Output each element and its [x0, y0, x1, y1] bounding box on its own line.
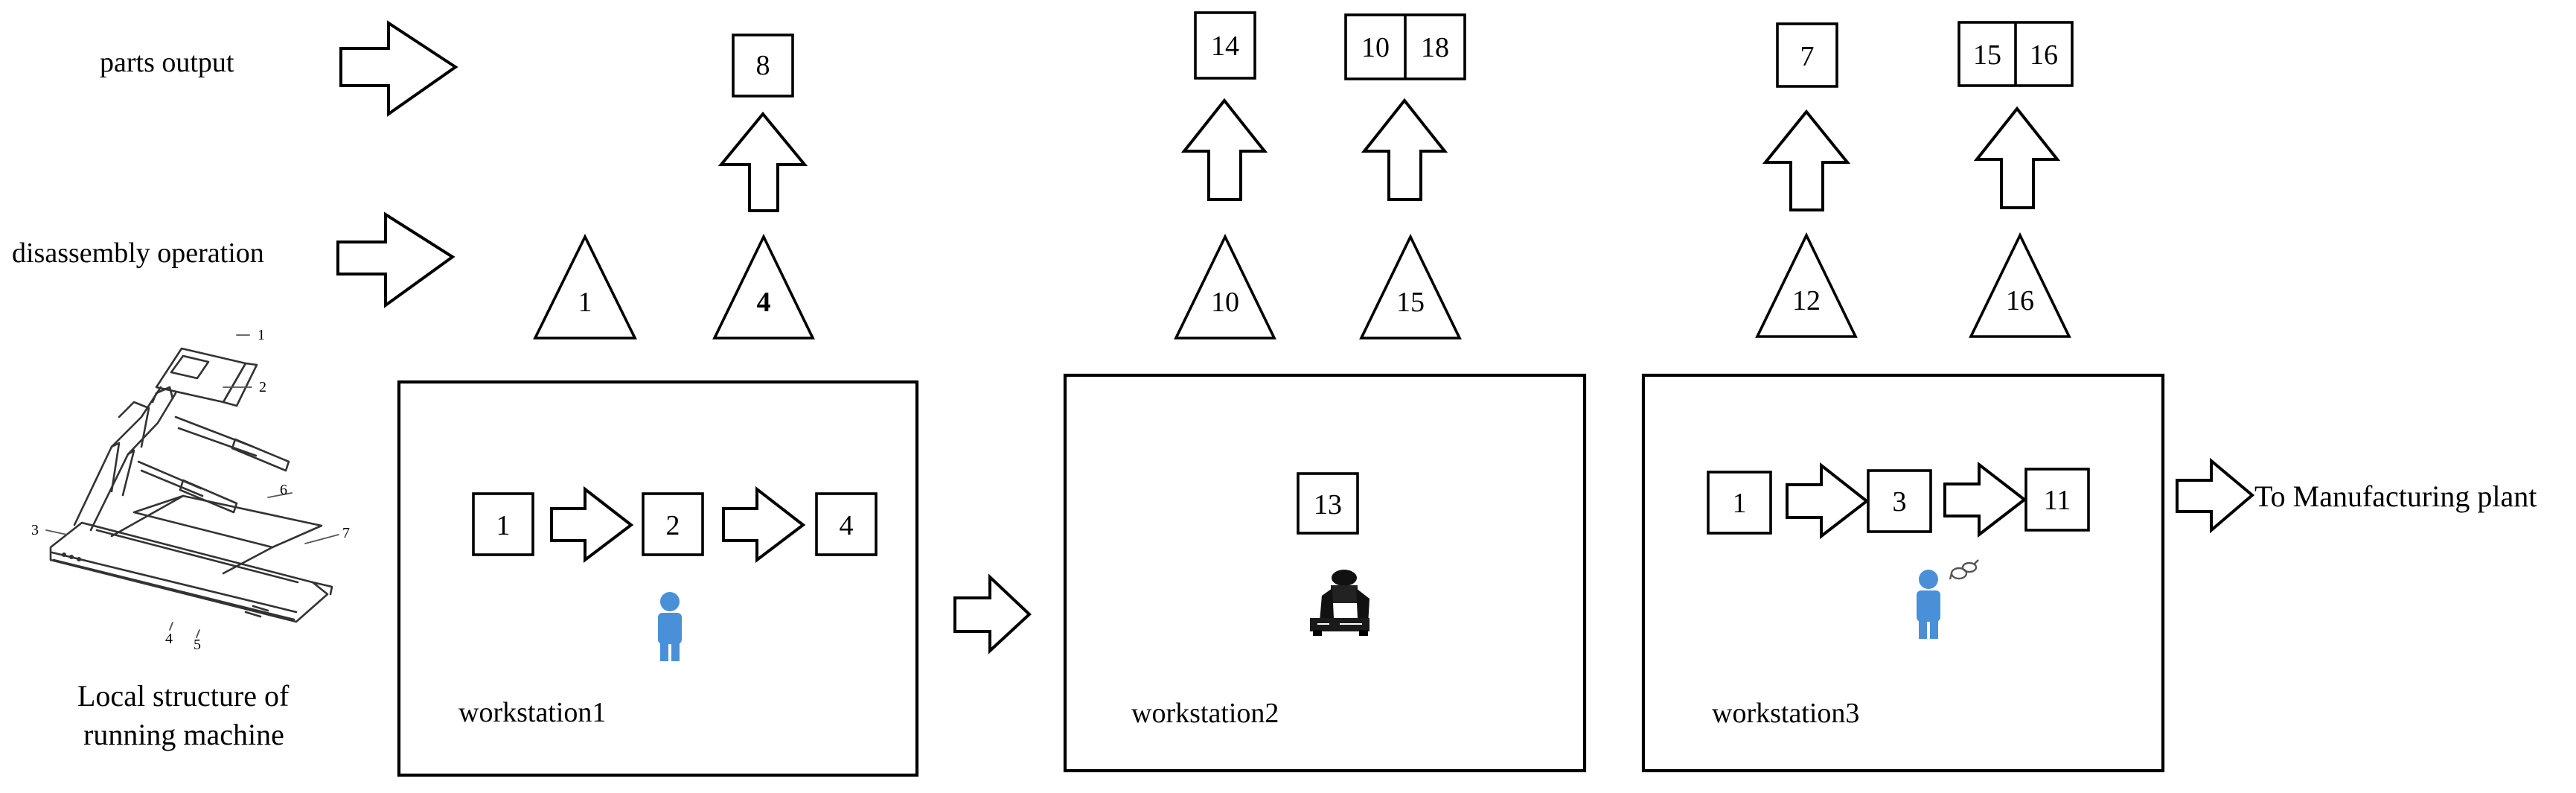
sequence-label: 2 — [666, 510, 680, 541]
running-machine-illustration: 1 2 3 4 5 6 7 — [31, 327, 350, 653]
sequence-box — [1707, 471, 1772, 535]
callout-3: 3 — [31, 522, 39, 538]
operation-label: 1 — [578, 287, 592, 318]
legend-disassembly-operation-label: disassembly operation — [12, 238, 264, 269]
sequence-label: 1 — [496, 510, 511, 541]
sequence-label: 3 — [1893, 486, 1907, 517]
output-label: 18 — [1421, 32, 1449, 63]
up-arrow — [1973, 106, 2061, 209]
person-icon — [658, 592, 682, 661]
operation-label: 15 — [1396, 287, 1425, 318]
output-label: 8 — [756, 50, 770, 81]
callout-6: 6 — [280, 482, 287, 498]
operation-triangle — [1359, 233, 1462, 340]
legend-parts-output-arrow — [339, 20, 458, 117]
output-label: 16 — [2030, 39, 2058, 71]
workstation-label: workstation3 — [1712, 698, 1859, 729]
sequence-label: 11 — [2044, 485, 2071, 516]
operation-label: 10 — [1211, 287, 1239, 318]
workstation-label: workstation2 — [1131, 698, 1279, 729]
operation-triangle — [1755, 232, 1858, 338]
output-label: 7 — [1800, 41, 1815, 72]
flow-arrow — [953, 573, 1032, 655]
workstation-frame — [1641, 373, 2165, 773]
destination-label: To Manufacturing plant — [2254, 480, 2537, 513]
sequence-box — [642, 492, 704, 556]
legend-parts-output-label: parts output — [100, 47, 234, 78]
sequence-box — [1867, 469, 1932, 533]
sequence-label: 1 — [1733, 488, 1747, 519]
output-label: 10 — [1361, 32, 1390, 63]
legend-disassembly-operation-arrow — [336, 211, 456, 308]
operation-label: 16 — [2006, 285, 2034, 316]
up-arrow — [1180, 98, 1268, 201]
workstation-3: 1 3 11 workstation3 — [1641, 373, 2165, 773]
workstation-1: 1 2 4 workstation1 — [397, 380, 919, 777]
workstation-2: 13 workstation2 — [1063, 373, 1587, 773]
output-box — [732, 34, 794, 98]
sequence-box — [472, 492, 534, 556]
callout-7: 7 — [342, 525, 350, 541]
output-box — [1776, 22, 1838, 88]
callout-5: 5 — [194, 637, 201, 653]
operation-triangle — [1969, 232, 2071, 338]
callout-1: 1 — [258, 327, 265, 343]
sequence-arrow — [722, 485, 806, 564]
up-arrow — [1361, 98, 1448, 201]
workstation-frame — [397, 380, 919, 777]
operation-label: 4 — [757, 287, 771, 318]
operation-label: 12 — [1792, 285, 1821, 316]
callout-2: 2 — [259, 379, 266, 395]
output-box — [1194, 11, 1256, 80]
machine-caption-line2: running machine — [83, 718, 284, 751]
up-arrow — [717, 111, 808, 212]
robot-icon — [1310, 570, 1370, 636]
sequence-arrow — [1943, 461, 2027, 538]
sequence-box — [815, 492, 878, 556]
sequence-arrow — [1786, 462, 1870, 540]
sequence-arrow — [550, 485, 634, 564]
operation-triangle — [712, 233, 815, 340]
flow-arrow — [2176, 457, 2255, 534]
person-with-tool-icon — [1917, 559, 1979, 639]
workstation-label: workstation1 — [458, 697, 606, 728]
sequence-box — [2024, 468, 2090, 532]
sequence-box — [1297, 472, 1359, 535]
output-label: 14 — [1211, 31, 1239, 62]
callout-4: 4 — [165, 631, 173, 647]
up-arrow — [1762, 109, 1851, 211]
operation-triangle — [1174, 233, 1276, 340]
sequence-label: 4 — [840, 510, 854, 541]
sequence-label: 13 — [1314, 489, 1342, 520]
workstation-frame — [1063, 373, 1587, 773]
machine-caption-line1: Local structure of — [77, 679, 290, 713]
output-label: 15 — [1973, 39, 2001, 71]
operation-triangle — [533, 233, 637, 340]
